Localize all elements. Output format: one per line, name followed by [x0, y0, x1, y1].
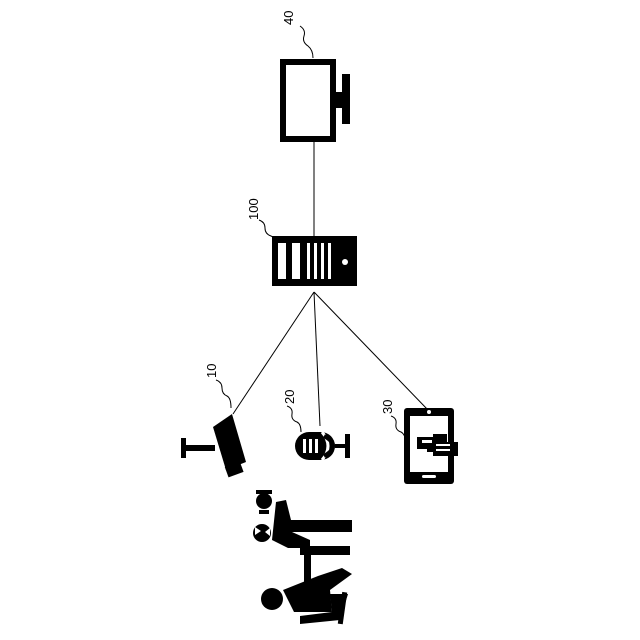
leader-10 [216, 380, 231, 408]
label-100: 100 [246, 198, 261, 220]
monitor-icon [283, 62, 350, 139]
doctor-patient-icon [253, 490, 352, 624]
edge-server-microphone [314, 292, 320, 426]
tablet-icon [404, 408, 458, 484]
label-20: 20 [282, 390, 297, 404]
leader-40 [300, 26, 313, 58]
leader-20 [287, 406, 301, 432]
microphone-icon [295, 432, 350, 460]
edge-server-tablet [314, 292, 428, 410]
server-icon [272, 236, 357, 286]
label-30: 30 [380, 400, 395, 414]
label-40: 40 [281, 11, 296, 25]
label-10: 10 [204, 364, 219, 378]
edge-server-camera [233, 292, 314, 414]
camera-icon [181, 414, 246, 477]
